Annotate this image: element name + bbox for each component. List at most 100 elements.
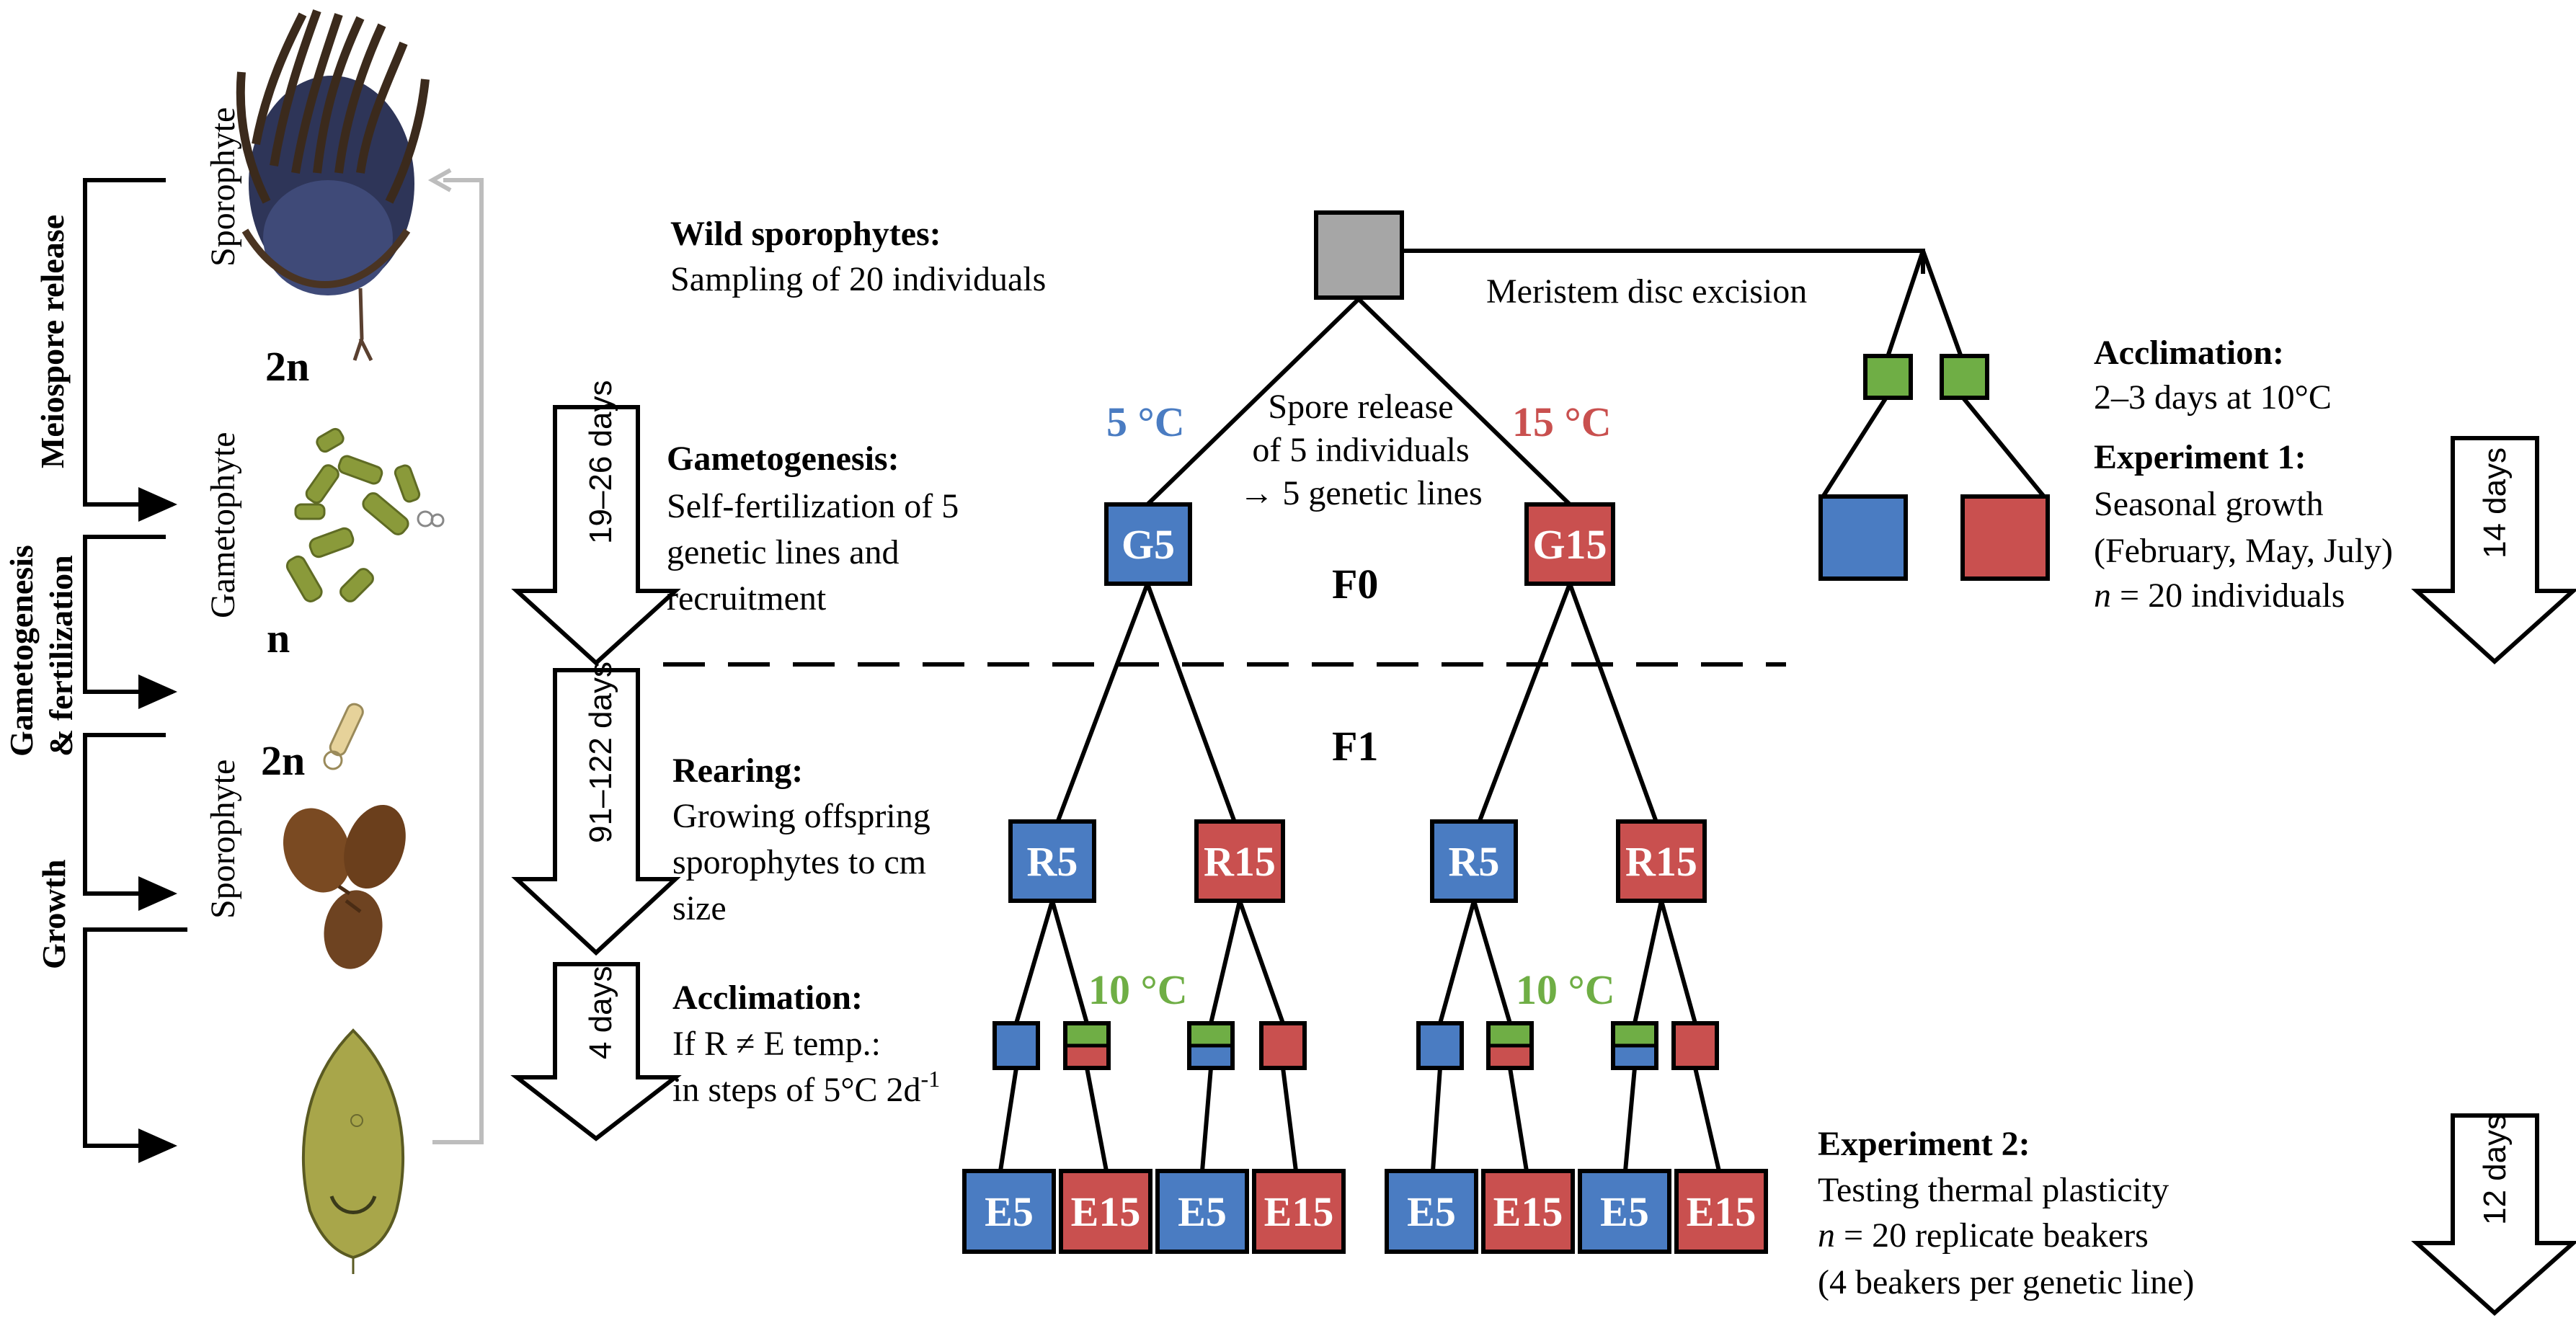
spore-release-line: Spore release (1268, 388, 1453, 426)
e-label: E5 (1178, 1188, 1227, 1235)
lifecycle-return-line (427, 168, 484, 1144)
step-experiment2-line2: = 20 replicate beakers (1835, 1216, 2149, 1255)
temp-mid-label-left: 10 °C (1088, 966, 1188, 1013)
acclim-box-blue (1416, 1021, 1464, 1070)
duration-label-rearing: 91–122 days (583, 662, 618, 843)
step-gametogenesis: Gametogenesis: Self-fertilization of 5 g… (667, 440, 959, 618)
exp1-15c-box (1960, 494, 2050, 581)
spore-release-line: → 5 genetic lines (1239, 474, 1482, 512)
step-experiment2-line1: Testing thermal plasticity (1818, 1171, 2169, 1209)
acclim-box-blue (992, 1021, 1040, 1070)
r-label: R15 (1625, 838, 1697, 885)
e15-box: E15 (1252, 1169, 1346, 1254)
step-rearing: Rearing: Growing offspring sporophytes t… (672, 752, 931, 927)
e-label: E15 (1687, 1188, 1756, 1235)
step-acclimation2-line1: If R ≠ E temp.: (672, 1025, 881, 1063)
meristem-label: Meristem disc excision (1486, 272, 1807, 311)
adult-sporophyte-illustration (301, 1028, 405, 1274)
sporophyte-illustration-top (236, 9, 430, 362)
step-experiment2-title: Experiment 2: (1818, 1125, 2030, 1163)
ploidy-2n-bottom: 2n (261, 737, 305, 784)
step-experiment1-title: Experiment 1: (2094, 438, 2306, 476)
r5-box: R5 (1008, 819, 1096, 903)
step-gametogenesis-line: genetic lines and (667, 533, 900, 571)
step-experiment1-line2: (February, May, July) (2094, 532, 2393, 570)
g15-box: G15 (1524, 502, 1615, 586)
step-gametogenesis-line: recruitment (667, 579, 827, 618)
step-experiment2: Experiment 2: Testing thermal plasticity… (1818, 1125, 2194, 1301)
svg-text:n = 20 replicate beakers: n = 20 replicate beakers (1818, 1216, 2149, 1255)
svg-text:n = 20 individuals: n = 20 individuals (2094, 576, 2345, 615)
acclim-box-green-red (1063, 1021, 1111, 1070)
r5-box: R5 (1430, 819, 1518, 903)
step-gametogenesis-line: Self-fertilization of 5 (667, 487, 959, 525)
duration-arrow-experiment2: 12 days (2411, 1113, 2576, 1317)
young-sporophyte-illustration (283, 804, 406, 969)
exp1-5c-box (1818, 494, 1908, 581)
exp1-acclimation-box (1940, 354, 1989, 400)
e15-box: E15 (1481, 1169, 1575, 1254)
tree-lines (998, 249, 2046, 1172)
wild-sporophyte-box (1314, 210, 1404, 300)
spore-release-label: Spore release of 5 individuals → 5 genet… (1239, 388, 1482, 512)
acclimation-boxes (992, 1021, 1719, 1070)
juvenile-sporophyte-illustration (323, 703, 364, 770)
step-rearing-title: Rearing: (672, 752, 803, 790)
e-label: E5 (1407, 1188, 1456, 1235)
e-label: E15 (1264, 1188, 1334, 1235)
step-experiment1-line3: = 20 individuals (2111, 576, 2345, 615)
step-rearing-line: Growing offspring (672, 797, 931, 835)
step-acclimation1-title: Acclimation: (2094, 334, 2284, 372)
acclim-box-green-blue (1187, 1021, 1235, 1070)
generation-f0-label: F0 (1332, 561, 1378, 607)
lifecycle-bracket-arrows (83, 178, 187, 1163)
sporophyte-label-bottom: Sporophyte (204, 760, 242, 919)
step-acclimation-experiment2: Acclimation: If R ≠ E temp.: in steps of… (672, 979, 940, 1109)
e5-box: E5 (1578, 1169, 1671, 1254)
step-experiment2-n: n (1818, 1216, 1835, 1255)
r15-box: R15 (1194, 819, 1285, 903)
e-label: E5 (1600, 1188, 1649, 1235)
r-label: R5 (1027, 838, 1078, 885)
duration-arrow-acclimation: 4 days (510, 962, 682, 1141)
step-rearing-line: sporophytes to cm (672, 843, 926, 881)
sporophyte-label-top: Sporophyte (204, 107, 242, 267)
step-acclimation2-superscript: -1 (921, 1066, 941, 1092)
e15-box: E15 (1059, 1169, 1152, 1254)
step-experiment2-line3: (4 beakers per genetic line) (1818, 1263, 2194, 1301)
e5-box: E5 (1385, 1169, 1478, 1254)
step-acclimation1-line: 2–3 days at 10°C (2094, 378, 2332, 417)
step-wild-title: Wild sporophytes: (670, 215, 941, 253)
acclim-box-red (1671, 1021, 1719, 1070)
duration-label-experiment2: 12 days (2477, 1114, 2513, 1225)
step-wild-line: Sampling of 20 individuals (670, 260, 1046, 298)
step-wild-sporophytes: Wild sporophytes: Sampling of 20 individ… (670, 215, 1046, 298)
step-acclimation-experiment1: Acclimation: 2–3 days at 10°C (2094, 334, 2332, 417)
temp-high-label: 15 °C (1512, 398, 1612, 445)
e-label: E15 (1493, 1188, 1563, 1235)
r-label: R15 (1204, 838, 1276, 885)
gametogenesis-label-line1: Gametogenesis (3, 545, 40, 757)
meiospore-release-label: Meiospore release (34, 215, 71, 468)
step-acclimation2-title: Acclimation: (672, 979, 863, 1017)
r-label: R5 (1449, 838, 1500, 885)
acclim-box-red (1259, 1021, 1307, 1070)
g5-label: G5 (1122, 521, 1175, 568)
duration-arrow-gametogenesis: 19–26 days (511, 380, 681, 667)
acclim-box-green-red (1486, 1021, 1534, 1070)
r15-box: R15 (1616, 819, 1707, 903)
duration-arrow-rearing: 91–122 days (511, 662, 681, 956)
acclim-box-green-blue (1611, 1021, 1658, 1070)
gametophyte-label: Gametophyte (204, 432, 242, 618)
e-label: E15 (1071, 1188, 1141, 1235)
step-experiment1: Experiment 1: Seasonal growth (February,… (2094, 438, 2393, 615)
e-label: E5 (985, 1188, 1034, 1235)
gametophyte-illustration (285, 427, 445, 602)
e15-box: E15 (1674, 1169, 1768, 1254)
step-acclimation2-line2: in steps of 5°C 2d (672, 1071, 921, 1109)
gametogenesis-label-line2: & fertilization (43, 555, 79, 757)
duration-label-experiment1: 14 days (2477, 448, 2513, 558)
e-boxes: E5 E15 E5 E15 E5 E15 E5 E15 (962, 1169, 1768, 1254)
step-rearing-line: size (672, 889, 727, 927)
